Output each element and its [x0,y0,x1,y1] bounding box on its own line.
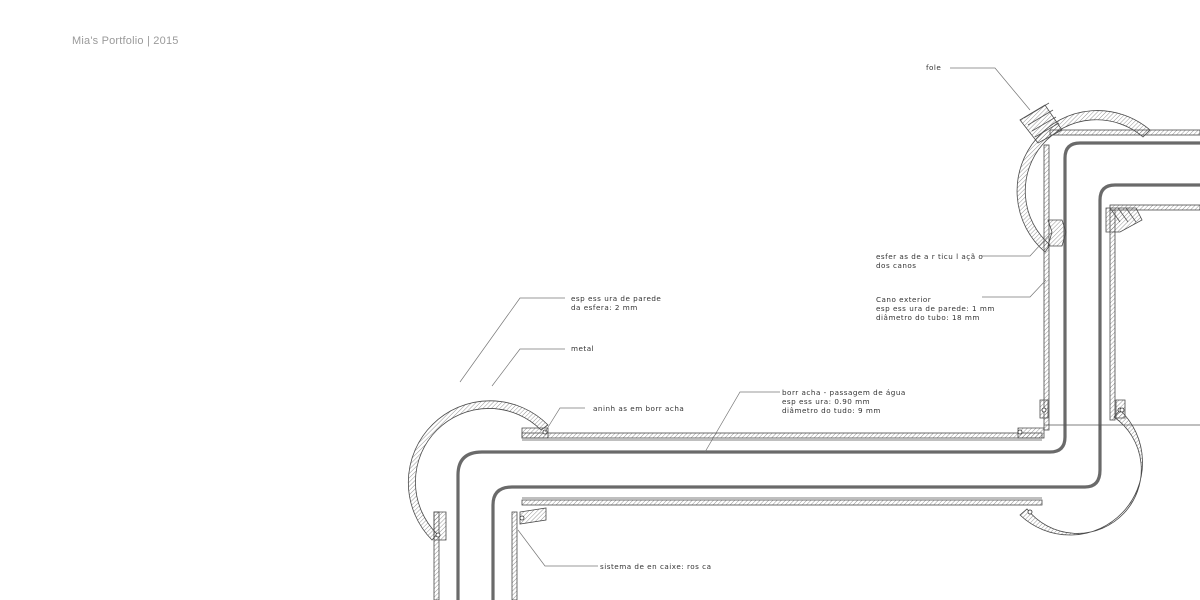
annotation-labels: fole esfer as de a r ticu l açã o dos ca… [571,63,995,571]
label-sistema: sistema de en caixe: ros ca [600,562,712,571]
label-borracha-2: esp ess ura: 0.90 mm [782,397,870,406]
label-cano-2: esp ess ura de parede: 1 mm [876,304,995,313]
left-sphere-shell [407,400,549,541]
construction-lines [1044,424,1200,430]
right-bottom-sphere-shell [1019,409,1143,536]
label-esferas-2: dos canos [876,261,917,270]
label-borracha-1: borr acha - passagem de água [782,388,906,397]
inner-tube [456,141,1200,600]
label-anilhas: aninh as em borr acha [593,404,684,413]
label-esferas-1: esfer as de a r ticu l açã o [876,252,983,261]
outer-pipe [433,129,1200,600]
label-espessura-1: esp ess ura de parede [571,294,661,303]
bellows [1019,102,1063,144]
label-cano-3: diâmetro do tubo: 18 mm [876,313,980,322]
left-sphere [407,400,549,541]
label-metal: metal [571,344,594,353]
label-espessura-2: da esfera: 2 mm [571,303,638,312]
label-fole: fole [926,63,941,72]
articulation-joints [1047,207,1143,247]
right-bottom-sphere [1019,409,1143,536]
label-borracha-3: diâmetro do tudo: 9 mm [782,406,881,415]
leader-lines [459,67,1053,567]
portfolio-header: Mia's Portfolio | 2015 [72,35,179,47]
label-cano-1: Cano exterior [876,295,931,304]
rubber-rings [433,399,1126,541]
